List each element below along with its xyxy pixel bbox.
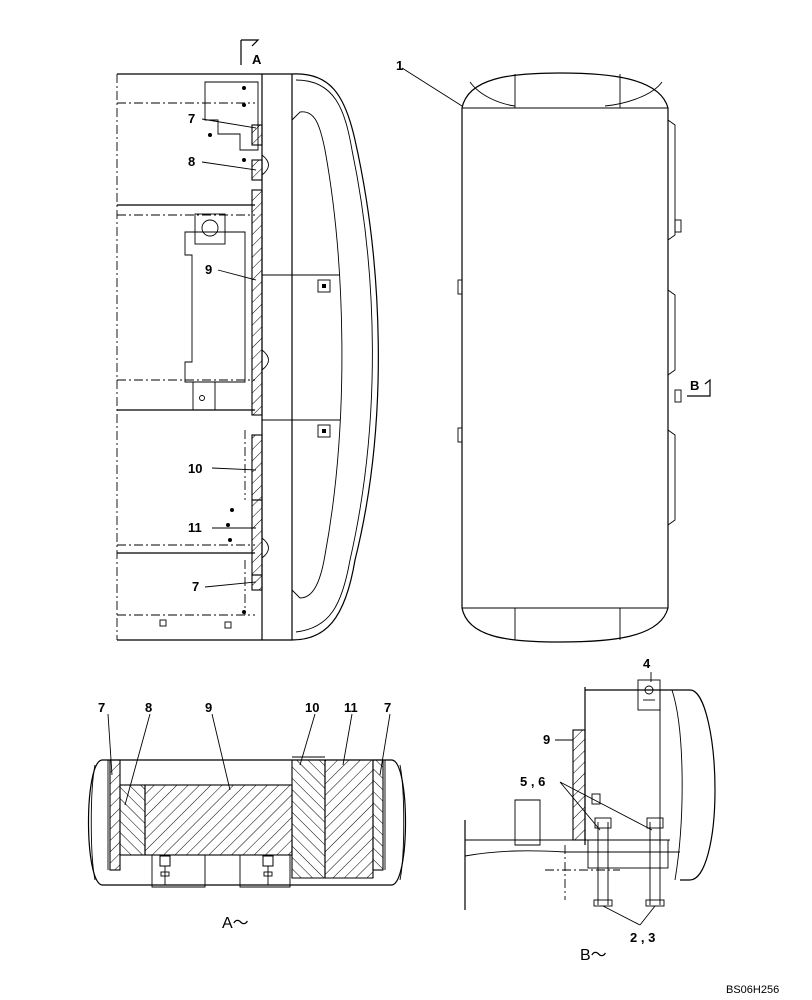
section-b-view: 4 9 5 , 6 2 , 3 B～	[464, 656, 716, 964]
view-b-label: B～	[580, 947, 607, 964]
callout-9-top: 9	[205, 262, 212, 277]
drawing-code: BS06H256	[726, 984, 779, 996]
view-a-label: A～	[222, 915, 249, 932]
callout-2-3: 2 , 3	[630, 930, 655, 945]
callout-11-sec: 11	[344, 700, 358, 715]
section-a-mark: A	[252, 52, 262, 67]
callout-10-top: 10	[188, 461, 202, 476]
section-b-mark: B	[690, 378, 699, 393]
section-a-view: 7 8 9 10 11 7 A～	[87, 700, 407, 932]
callout-11-top: 11	[188, 520, 202, 535]
callout-1: 1	[396, 58, 403, 73]
callout-7-bottom: 7	[192, 579, 199, 594]
callout-7-right-sec: 7	[384, 700, 391, 715]
callout-10-sec: 10	[305, 700, 319, 715]
callout-9-sec: 9	[205, 700, 212, 715]
callout-7-top: 7	[188, 111, 195, 126]
side-view-top-left: A	[116, 39, 379, 641]
callout-7-left-sec: 7	[98, 700, 105, 715]
callout-5-6: 5 , 6	[520, 774, 545, 789]
callout-9-b: 9	[543, 732, 550, 747]
rear-view-top-right: 1 B	[396, 58, 711, 643]
callout-4: 4	[643, 656, 651, 671]
callout-8-top: 8	[188, 154, 195, 169]
callout-8-sec: 8	[145, 700, 152, 715]
